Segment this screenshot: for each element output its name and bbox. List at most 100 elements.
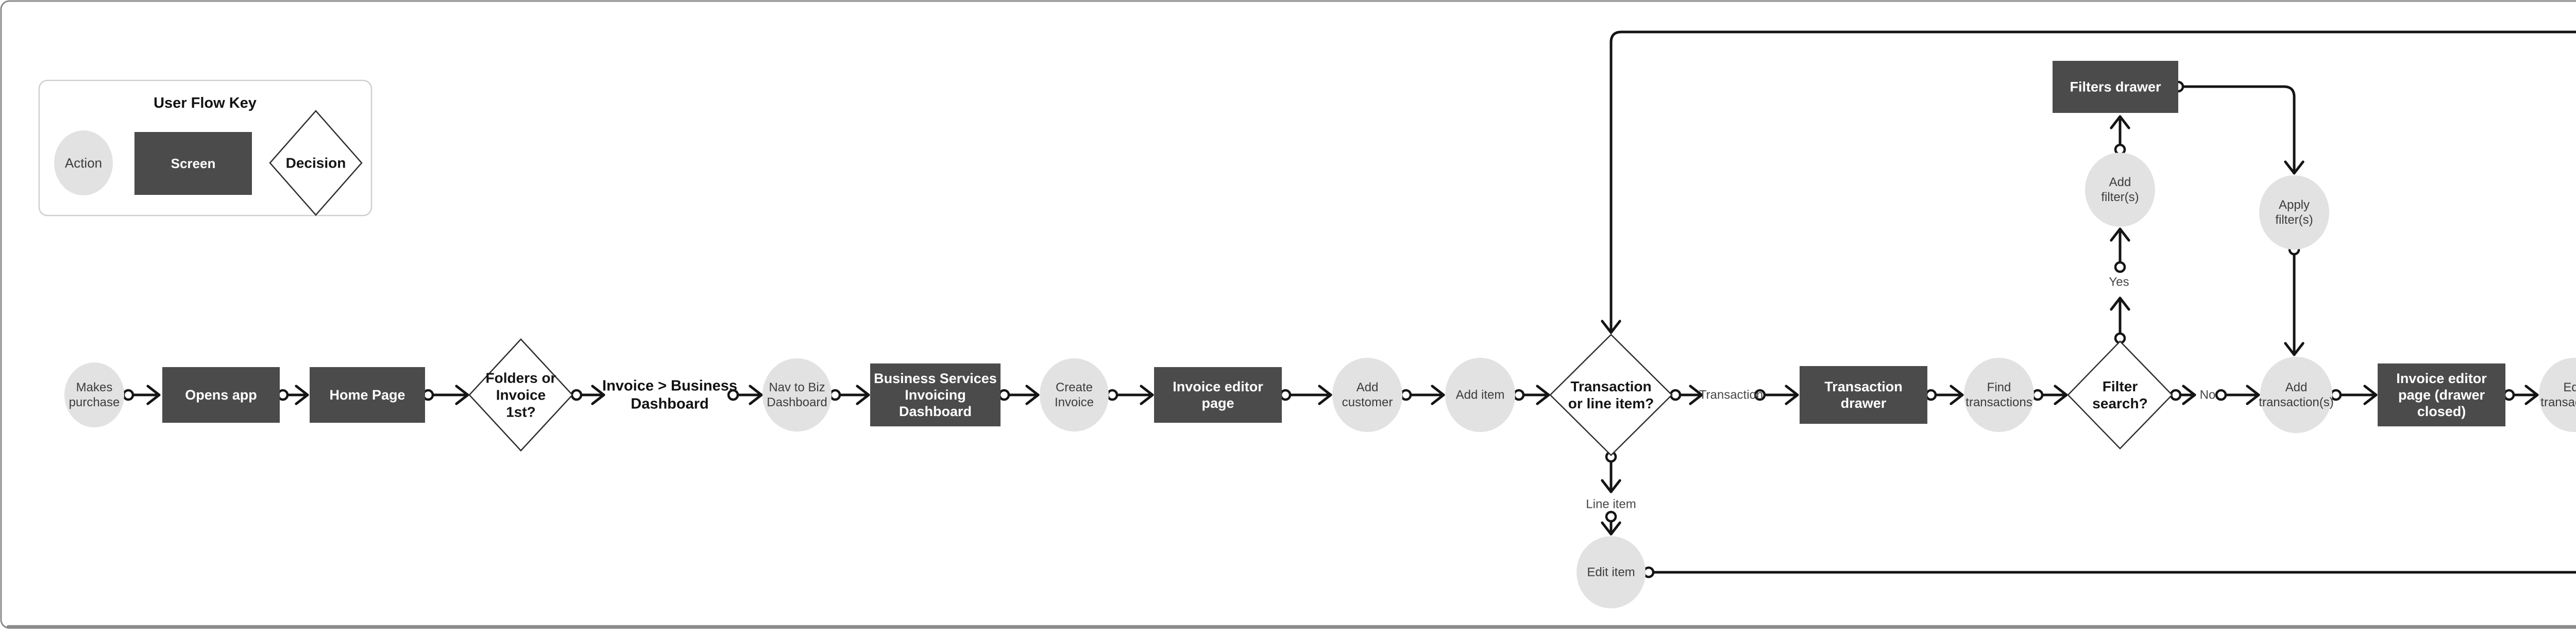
legend-screen[interactable]: Screen bbox=[134, 132, 252, 195]
edge-biz-invoicing-dashboard-to-create-invoice[interactable] bbox=[998, 385, 1040, 405]
edge-add-filters-to-filters-drawer[interactable] bbox=[2110, 115, 2130, 156]
edge-opens-app-to-home-page[interactable] bbox=[277, 385, 309, 405]
screen-rect bbox=[2053, 61, 2178, 113]
edge-transaction-edge-label-to-transaction-drawer[interactable] bbox=[1754, 385, 1799, 405]
arrowhead-icon bbox=[749, 385, 763, 405]
node-filters-drawer[interactable]: Filters drawer bbox=[2053, 61, 2178, 113]
edge-transaction-drawer-to-find-transactions[interactable] bbox=[1925, 385, 1964, 405]
edge-folders-or-invoice-to-invoice-biz-dashboard-label[interactable] bbox=[570, 385, 605, 405]
edge-transaction-or-line-item-to-line-item-label[interactable] bbox=[1601, 451, 1621, 493]
node-add-item[interactable]: Add item bbox=[1445, 358, 1515, 432]
node-home-page[interactable]: Home Page bbox=[310, 367, 425, 423]
screen-label: Opens app bbox=[185, 387, 257, 403]
edge-line-item-label-to-edit-item[interactable] bbox=[1601, 510, 1621, 536]
arrowhead-icon bbox=[2054, 385, 2068, 405]
legend-decision[interactable]: Decision bbox=[269, 110, 363, 216]
node-edit-item[interactable]: Edit item bbox=[1577, 536, 1646, 608]
label-yes-filter-label[interactable]: Yes bbox=[2109, 275, 2129, 289]
edge-add-item-to-transaction-or-line-item[interactable] bbox=[1513, 385, 1550, 405]
edge-start-connector bbox=[1925, 389, 1937, 401]
decision-diamond bbox=[2067, 340, 2173, 450]
action-label: Edit item bbox=[1587, 566, 1635, 580]
arrowhead-icon bbox=[455, 385, 469, 405]
action-label: Edittransactions bbox=[2540, 380, 2576, 409]
edge-start-connector bbox=[2031, 389, 2044, 401]
edge-start-connector bbox=[998, 389, 1010, 401]
legend-action-ellipse bbox=[54, 130, 113, 195]
no-filter-label: No bbox=[2200, 388, 2216, 402]
arrowhead-icon bbox=[2363, 385, 2378, 405]
edge-no-filter-label-to-add-transactions[interactable] bbox=[2215, 385, 2260, 405]
yes-filter-label: Yes bbox=[2109, 275, 2129, 289]
arrowhead-icon bbox=[591, 385, 605, 405]
action-ellipse bbox=[1040, 358, 1109, 432]
arrowhead-icon bbox=[1025, 385, 1040, 405]
label-no-filter-label[interactable]: No bbox=[2200, 388, 2216, 402]
screen-rect bbox=[2378, 363, 2505, 426]
arrowhead-icon bbox=[2246, 385, 2260, 405]
action-ellipse bbox=[2259, 175, 2329, 250]
screen-rect bbox=[310, 367, 425, 423]
label-line-item-label[interactable]: Line item bbox=[1586, 498, 1636, 511]
screen-rect bbox=[870, 363, 1001, 426]
action-ellipse bbox=[2539, 358, 2576, 432]
action-ellipse bbox=[2085, 153, 2155, 227]
edge-filter-search-to-no-filter-label[interactable] bbox=[2170, 385, 2196, 405]
arrowhead-icon bbox=[1601, 479, 1621, 493]
arrowhead-icon bbox=[1950, 385, 1964, 405]
node-edit-transactions[interactable]: Edittransactions bbox=[2539, 358, 2576, 432]
edge-yes-filter-label-to-add-filters[interactable] bbox=[2110, 227, 2130, 273]
arrowhead-icon bbox=[2284, 342, 2304, 356]
edge-add-transactions-to-invoice-editor-closed[interactable] bbox=[2330, 385, 2378, 405]
legend-screen-rect bbox=[134, 132, 252, 195]
edge-start-connector bbox=[1605, 510, 1617, 523]
label-transaction-edge-label[interactable]: Transaction bbox=[1699, 388, 1764, 402]
edge-line bbox=[2177, 85, 2296, 175]
action-label: Add item bbox=[1456, 388, 1505, 402]
action-ellipse bbox=[1445, 358, 1515, 432]
edge-yes-loop-label-to-transaction-or-line-item[interactable] bbox=[1601, 27, 2576, 334]
arrowhead-icon bbox=[2110, 115, 2130, 129]
edge-start-connector bbox=[2114, 261, 2126, 273]
arrowhead-icon bbox=[1318, 385, 1332, 405]
action-ellipse bbox=[2260, 357, 2332, 433]
edge-invoice-biz-dashboard-label-to-nav-biz-dashboard[interactable] bbox=[727, 385, 763, 405]
legend-action[interactable]: Action bbox=[54, 130, 113, 195]
decision-diamond bbox=[1549, 334, 1673, 456]
edge-home-page-to-folders-or-invoice[interactable] bbox=[422, 385, 469, 405]
node-opens-app[interactable]: Opens app bbox=[162, 367, 280, 423]
action-ellipse bbox=[1332, 358, 1402, 432]
legend-screen-label: Screen bbox=[171, 156, 216, 171]
arrowhead-icon bbox=[1536, 385, 1550, 405]
legend-decision-label: Decision bbox=[286, 155, 346, 171]
